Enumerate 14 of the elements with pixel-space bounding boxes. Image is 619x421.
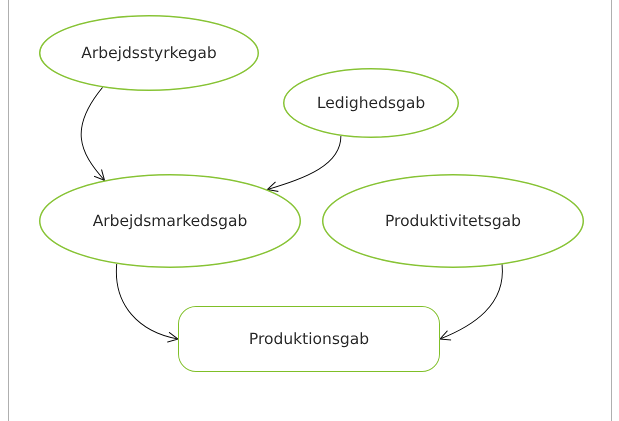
ellipse-node xyxy=(39,15,259,91)
arrow xyxy=(116,263,179,342)
ellipse-node xyxy=(39,174,301,268)
node-label: Produktivitetsgab xyxy=(384,212,522,230)
ellipse-node xyxy=(283,68,459,138)
arrow xyxy=(439,264,503,340)
node-label: Arbejdsmarkedsgab xyxy=(92,212,248,230)
node-label: Arbejdsstyrkegab xyxy=(81,44,217,62)
node-label: Ledighedsgab xyxy=(316,94,426,112)
arrow xyxy=(266,135,342,192)
node-label: Produktionsgab xyxy=(248,330,370,348)
rounded-box xyxy=(178,306,440,372)
arrow xyxy=(80,86,106,181)
ellipse-node xyxy=(322,174,584,268)
